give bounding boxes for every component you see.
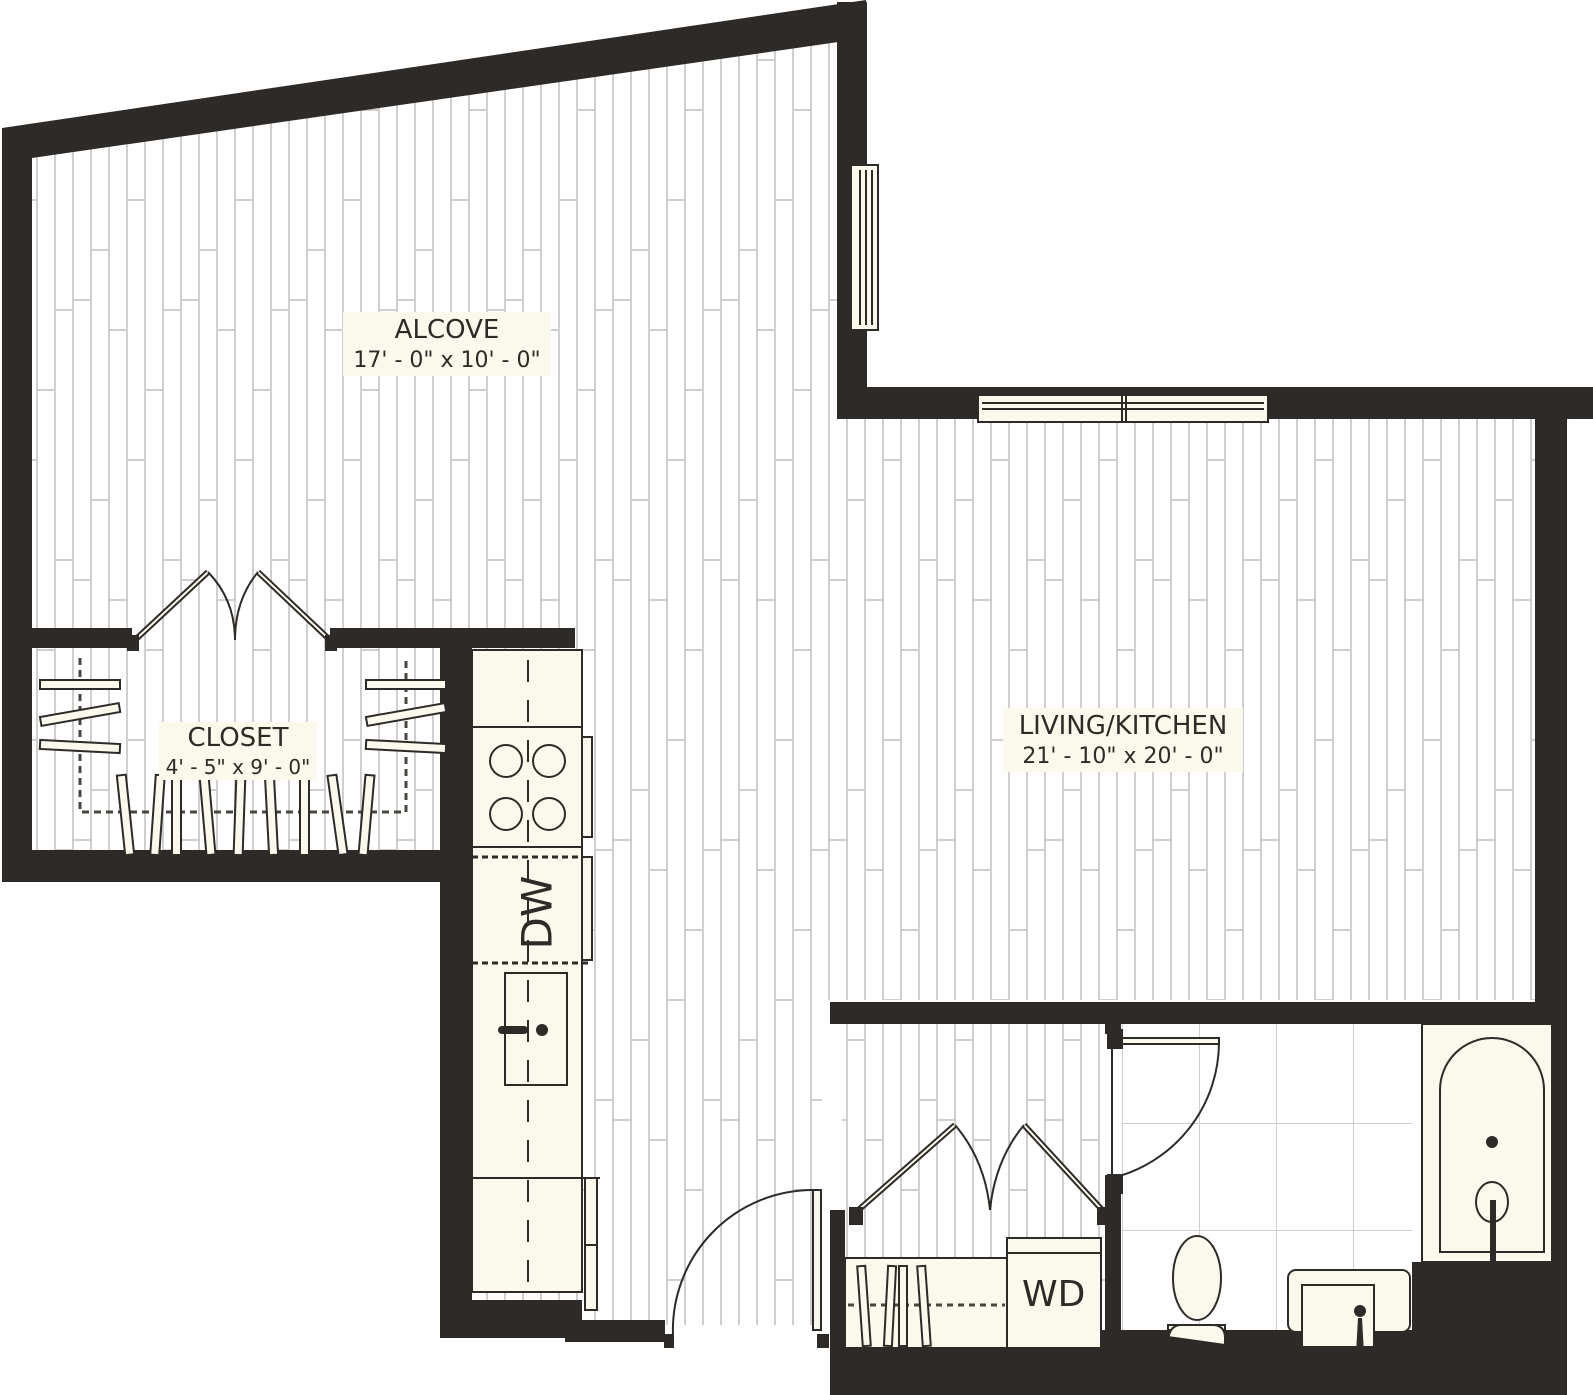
wall-top-slanted — [2, 0, 866, 158]
room-dimensions: 17' - 0" x 10' - 0" — [353, 347, 541, 373]
room-label-closet: CLOSET 4' - 5" x 9' - 0" — [159, 722, 317, 780]
faucet-handle-icon — [498, 1026, 528, 1034]
kitchen-counter — [471, 649, 600, 1311]
bath-door — [1121, 1037, 1220, 1045]
room-name: LIVING/KITCHEN — [1018, 711, 1228, 741]
room-name: CLOSET — [187, 723, 289, 753]
closet-hangers — [38, 679, 448, 857]
bathroom — [1107, 1023, 1553, 1354]
wall-right — [1535, 387, 1567, 1042]
room-label-living-kitchen: LIVING/KITCHEN 21' - 10" x 20' - 0" — [1003, 708, 1243, 772]
wall-bottom-entry — [565, 1320, 665, 1342]
window-living-top — [977, 394, 1269, 423]
wall-bath-top — [830, 1002, 1560, 1024]
burner-icon — [532, 797, 566, 831]
windows — [850, 164, 1269, 423]
room-dimensions: 21' - 10" x 20' - 0" — [1022, 743, 1224, 769]
faucet-icon — [536, 1024, 548, 1036]
room-name: ALCOVE — [394, 315, 500, 345]
wall-bottom-left — [440, 1300, 582, 1338]
wall-laundry-left — [830, 1210, 845, 1340]
wall-tub-block — [1412, 1262, 1567, 1342]
entry-door — [664, 1189, 829, 1348]
dishwasher-label: DW — [512, 875, 562, 950]
room-dimensions: 4' - 5" x 9' - 0" — [165, 754, 311, 779]
burner-icon — [489, 744, 523, 778]
wall-bath-divider — [1105, 1175, 1121, 1335]
closet-doors — [127, 569, 337, 651]
floor-areas — [32, 38, 1535, 1331]
washer-dryer-label: WD — [1022, 1274, 1086, 1315]
range-handle — [581, 736, 593, 838]
window-alcove-right — [850, 164, 879, 331]
burner-icon — [532, 744, 566, 778]
room-label-alcove: ALCOVE 17' - 0" x 10' - 0" — [343, 312, 551, 376]
tub-drain-icon — [1486, 1136, 1498, 1148]
wall-left — [2, 128, 32, 882]
faucet-icon — [1354, 1305, 1366, 1317]
dishwasher-door — [581, 856, 593, 961]
burner-icon — [489, 797, 523, 831]
washer-dryer — [1006, 1237, 1102, 1349]
laundry-closet — [844, 1122, 1111, 1349]
toilet-bowl — [1172, 1235, 1222, 1321]
wall-closet-top-left — [32, 628, 132, 648]
